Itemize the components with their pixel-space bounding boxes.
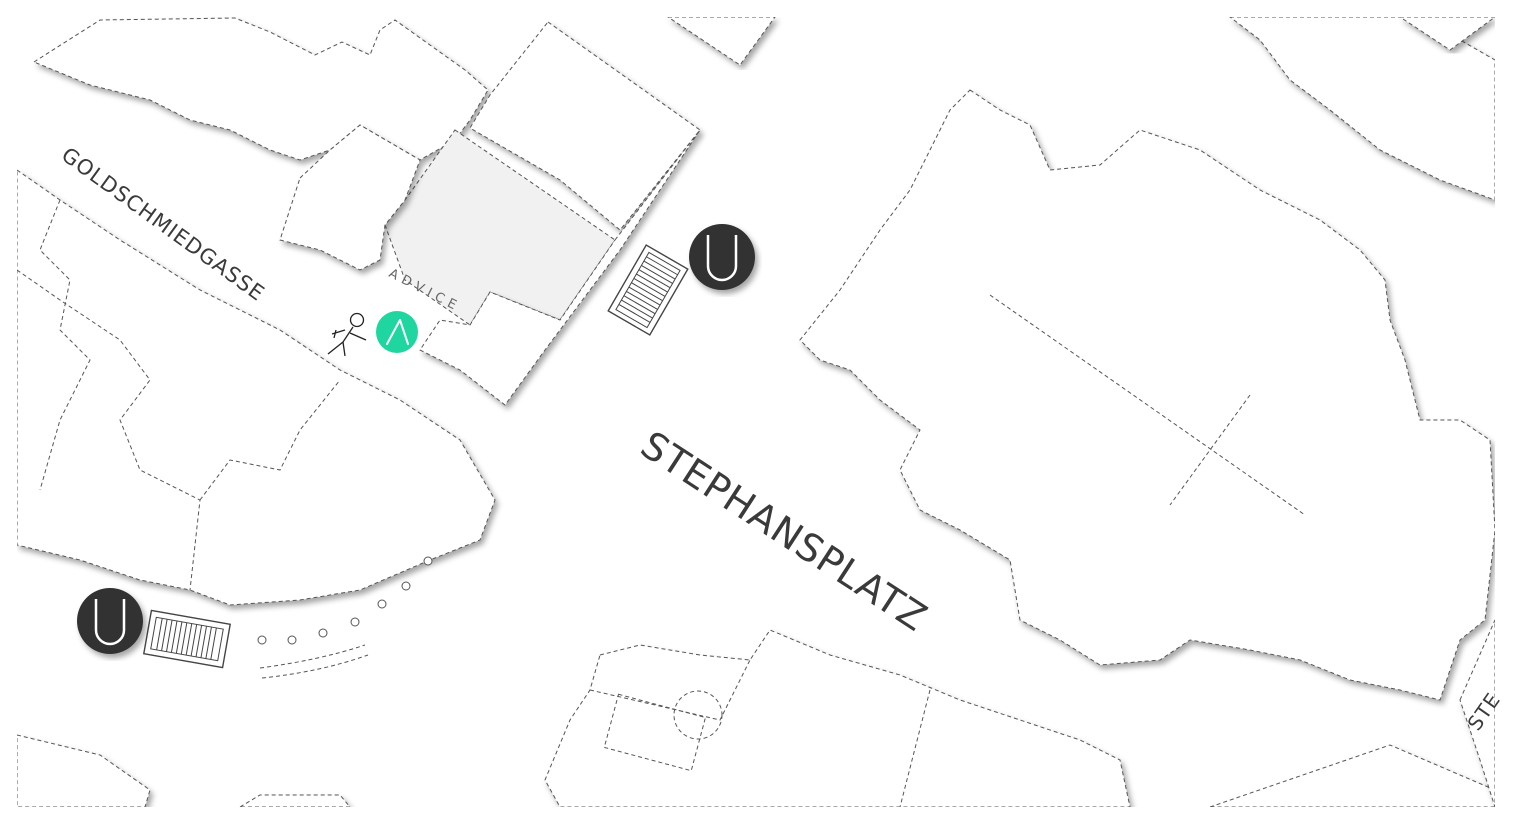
street-label-stephansplatz: STEPHANSPLATZ xyxy=(633,423,935,641)
fountain-outline xyxy=(673,690,723,740)
stairs-icon xyxy=(142,609,232,669)
transept-line xyxy=(1169,394,1251,506)
plaza-edge xyxy=(261,654,369,679)
building-block xyxy=(279,124,421,271)
building-block xyxy=(1459,619,1495,807)
building-block xyxy=(469,21,701,231)
building-block xyxy=(667,17,776,66)
building-block xyxy=(1399,17,1495,51)
block-divider xyxy=(589,659,751,721)
building-block xyxy=(544,629,1131,807)
kiosk-outline xyxy=(603,693,707,772)
advice-shop-marker[interactable] xyxy=(376,311,418,353)
u-bahn-icon xyxy=(706,235,738,282)
block-divider xyxy=(899,689,931,807)
pedestrian-icon xyxy=(327,312,367,357)
plaza-edge xyxy=(259,644,366,669)
stairs-icon xyxy=(607,244,689,336)
building-block xyxy=(17,734,151,807)
building-block xyxy=(239,794,351,807)
block-divider xyxy=(39,199,91,491)
block-divider xyxy=(17,269,201,591)
block-divider xyxy=(199,379,341,501)
advice-logo-icon xyxy=(386,319,409,345)
cathedral-block xyxy=(799,89,1495,701)
building-block xyxy=(419,129,701,406)
building-block xyxy=(32,17,489,161)
nave-line xyxy=(989,294,1306,516)
building-block xyxy=(17,169,496,606)
subway-marker-stephansplatz-west[interactable] xyxy=(77,588,143,654)
u-bahn-icon xyxy=(94,599,126,646)
subway-marker-stephansplatz-north[interactable] xyxy=(689,224,755,290)
bollards xyxy=(257,556,433,645)
building-block xyxy=(1209,744,1495,807)
